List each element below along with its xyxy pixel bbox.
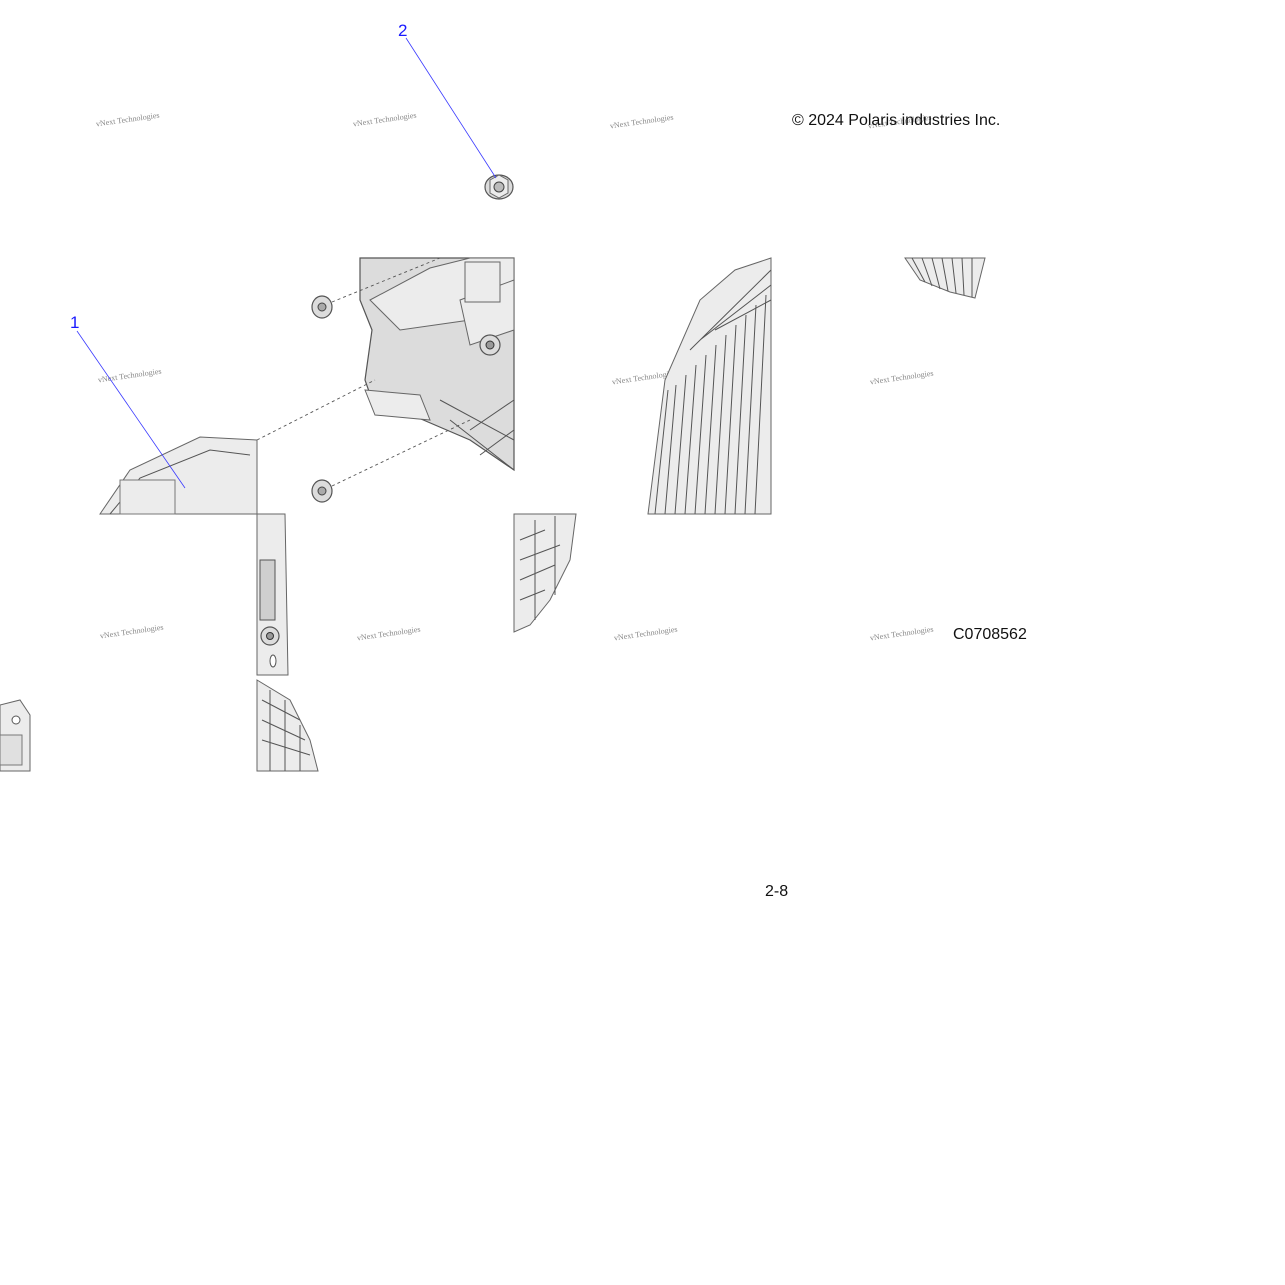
- watermark: vNext Technologies: [95, 111, 160, 129]
- svg-text:vNext Technologies: vNext Technologies: [869, 625, 934, 643]
- watermark: vNext Technologies: [613, 625, 678, 643]
- watermark: vNext Technologies: [97, 367, 162, 385]
- watermark: vNext Technologies: [869, 369, 934, 387]
- watermark: vNext Technologies: [356, 625, 421, 643]
- pedal-bracket-housing: [256, 257, 515, 514]
- watermark: vNext Technologies: [352, 111, 417, 129]
- callout-label: 2: [398, 21, 407, 40]
- pedal-ribbed-face: [647, 257, 772, 515]
- part-2-flange-nut: [484, 174, 514, 200]
- watermark: vNext Technologies: [869, 625, 934, 643]
- pedal-ribs-fragment: [904, 257, 986, 299]
- watermark: vNext Technologies: [609, 113, 674, 131]
- figure-code: C0708562: [953, 626, 1027, 643]
- svg-text:vNext Technologies: vNext Technologies: [356, 625, 421, 643]
- svg-text:vNext Technologies: vNext Technologies: [613, 625, 678, 643]
- bracket-edge-fragment: [0, 699, 31, 772]
- callout-2: 2: [398, 21, 497, 179]
- svg-text:vNext Technologies: vNext Technologies: [97, 367, 162, 385]
- pedal-pad-top: [99, 436, 258, 515]
- honeycomb-pad-fragment: [513, 513, 577, 633]
- leader-line: [76, 330, 186, 489]
- svg-text:vNext Technologies: vNext Technologies: [869, 369, 934, 387]
- leader-line: [405, 37, 497, 179]
- svg-text:vNext Technologies: vNext Technologies: [352, 111, 417, 129]
- callout-1: 1: [70, 313, 186, 489]
- svg-text:vNext Technologies: vNext Technologies: [99, 623, 164, 641]
- honeycomb-lower-fragment: [256, 679, 319, 772]
- watermark: vNext Technologies: [99, 623, 164, 641]
- page-number: 2-8: [765, 883, 788, 900]
- svg-text:vNext Technologies: vNext Technologies: [609, 113, 674, 131]
- svg-text:vNext Technologies: vNext Technologies: [95, 111, 160, 129]
- copyright-text: © 2024 Polaris industries Inc.: [792, 112, 1000, 129]
- callout-label: 1: [70, 313, 79, 332]
- side-plate-fragment: [256, 513, 289, 676]
